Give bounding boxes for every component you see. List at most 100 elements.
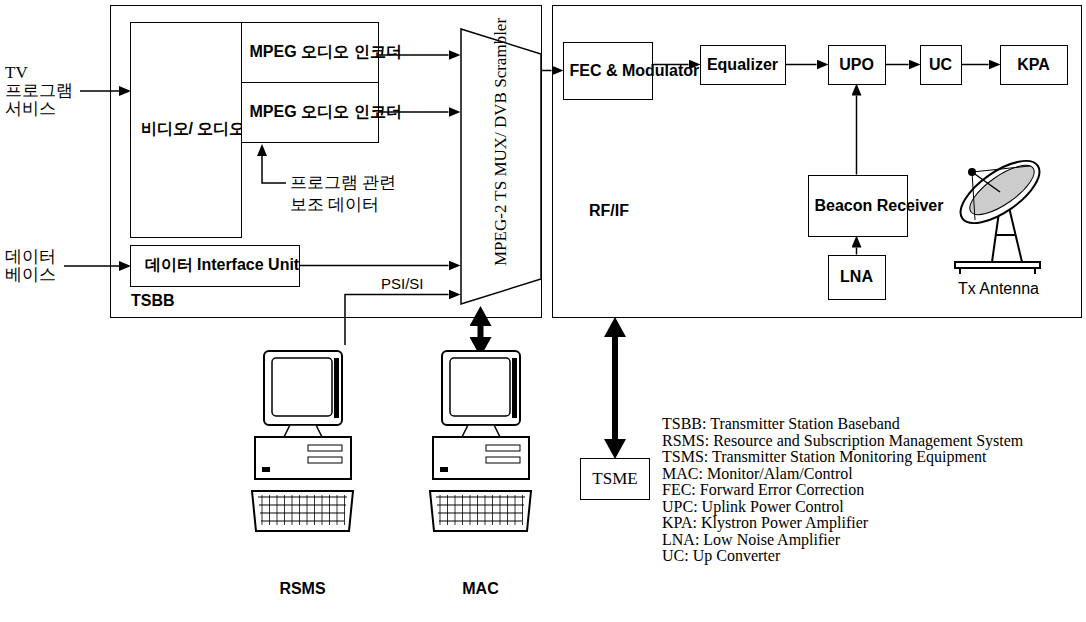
box-label: KPA — [1017, 56, 1050, 74]
antenna-strut — [972, 172, 975, 220]
control-link — [478, 326, 484, 337]
key-column — [329, 495, 330, 525]
key-column — [492, 495, 493, 525]
trapezoid-shape — [461, 29, 541, 304]
signal-arrow — [653, 64, 689, 66]
keyboard — [252, 491, 353, 531]
monitor-shade — [512, 358, 517, 418]
note-label: 프로그램 관련 보조 데이터 — [290, 172, 420, 216]
abbreviation-note: UC: Up Converter — [662, 548, 1082, 565]
key-column — [522, 495, 523, 525]
key-column — [447, 495, 448, 525]
key-row — [260, 513, 345, 514]
key-row — [436, 497, 525, 498]
key-row — [438, 513, 523, 514]
key-column — [314, 495, 315, 525]
key-column — [292, 495, 293, 525]
key-column — [515, 495, 516, 525]
edge-group — [300, 55, 989, 439]
key-column — [507, 495, 508, 525]
box-label: FEC & Modulator — [570, 62, 646, 80]
process-box: Beacon Receiver — [808, 175, 908, 237]
drive-slot — [308, 457, 342, 463]
power-light — [262, 467, 270, 472]
process-box: Equalizer — [700, 45, 786, 85]
input-label: TV 프로그램 서비스 — [5, 64, 77, 118]
control-link — [612, 337, 618, 439]
box-label: UC — [929, 56, 952, 74]
key-column — [477, 495, 478, 525]
drive-slot — [308, 445, 342, 451]
antenna-brace — [996, 234, 1015, 236]
signal-arrow — [345, 295, 449, 346]
baseband-panel: TSBB 비디오/ 오디오 전처리장치 MPEG 오디오 인코더 MPEG 오디오 인… — [110, 5, 542, 318]
terminal-name: MAC — [428, 580, 533, 598]
key-row — [439, 521, 522, 522]
terminal-name: RSMS — [250, 580, 355, 598]
monitor-frame — [264, 351, 342, 425]
drive-slot — [486, 457, 520, 463]
key-row — [259, 505, 346, 506]
key-column — [462, 495, 463, 525]
process-box: TSME — [580, 458, 650, 500]
process-box: KPA — [1000, 45, 1068, 85]
keyboard — [430, 491, 531, 531]
signal-arrow — [379, 54, 449, 56]
rf-panel: RF/IFFEC & ModulatorEqualizerUPOUCKPABea… — [552, 5, 1082, 318]
monitor-screen — [450, 358, 510, 416]
key-column — [470, 495, 471, 525]
input-label: 데이터 베이스 — [5, 248, 65, 284]
box-label: MPEG-2 TS MUX/ DVB Scrambler — [490, 66, 510, 266]
abbreviation-note: LNA: Low Noise Amplifier — [662, 532, 1082, 549]
box-label: MPEG 오디오 인코더 — [250, 102, 370, 123]
signal-arrow — [886, 64, 909, 66]
key-row — [437, 505, 524, 506]
key-column — [440, 495, 441, 525]
process-box: FEC & Modulator — [563, 42, 653, 100]
box-label: TSME — [592, 469, 637, 489]
monitor-stand — [284, 425, 322, 437]
monitor-stand — [462, 425, 500, 437]
system-unit — [255, 437, 351, 479]
panel-heading: TSBB — [131, 292, 175, 310]
antenna-foot — [1034, 268, 1036, 274]
abbreviation-list: TSBB: Transmitter Station BasebandRSMS: … — [662, 416, 1082, 565]
antenna-feed-horn — [969, 169, 975, 175]
key-column — [344, 495, 345, 525]
key-column — [455, 495, 456, 525]
process-box: UC — [920, 45, 962, 85]
antenna-foot — [959, 268, 961, 274]
box-label: 비디오/ 오디오 전처리장치 — [141, 119, 231, 140]
process-box: LNA — [828, 255, 886, 300]
abbreviation-note: RSMS: Resource and Subscription Manageme… — [662, 433, 1082, 450]
signal-arrow — [542, 70, 552, 72]
aux-data-arrow — [262, 156, 286, 183]
encoder-box: MPEG 오디오 인코더 — [241, 82, 379, 143]
antenna-label: Tx Antenna — [958, 280, 1039, 298]
box-label: Beacon Receiver — [815, 197, 901, 215]
key-column — [500, 495, 501, 525]
preprocessor-box: 비디오/ 오디오 전처리장치 — [130, 22, 242, 238]
box-label: 데이터 Interface Unit — [145, 255, 285, 276]
key-column — [485, 495, 486, 525]
key-column — [262, 495, 263, 525]
antenna-strut — [972, 166, 1030, 172]
box-label: LNA — [840, 268, 873, 286]
system-unit — [433, 437, 529, 479]
computer-terminal: MAC — [428, 345, 533, 600]
drive-slot — [486, 445, 520, 451]
signal-arrow — [962, 64, 989, 66]
abbreviation-note: TSBB: Transmitter Station Baseband — [662, 416, 1082, 433]
monitor-frame — [442, 351, 520, 425]
signal-arrow — [786, 64, 817, 66]
abbreviation-note: MAC: Monitor/Alam/Control — [662, 466, 1082, 483]
power-light — [440, 467, 448, 472]
encoder-box: MPEG 오디오 인코더 — [241, 22, 379, 83]
signal-arrow — [379, 111, 449, 113]
box-label: MPEG 오디오 인코더 — [250, 42, 370, 63]
antenna-dish — [951, 149, 1049, 235]
key-column — [299, 495, 300, 525]
key-column — [269, 495, 270, 525]
antenna-leg — [1008, 203, 1022, 262]
abbreviation-note: KPA: Klystron Power Amplifier — [662, 515, 1082, 532]
